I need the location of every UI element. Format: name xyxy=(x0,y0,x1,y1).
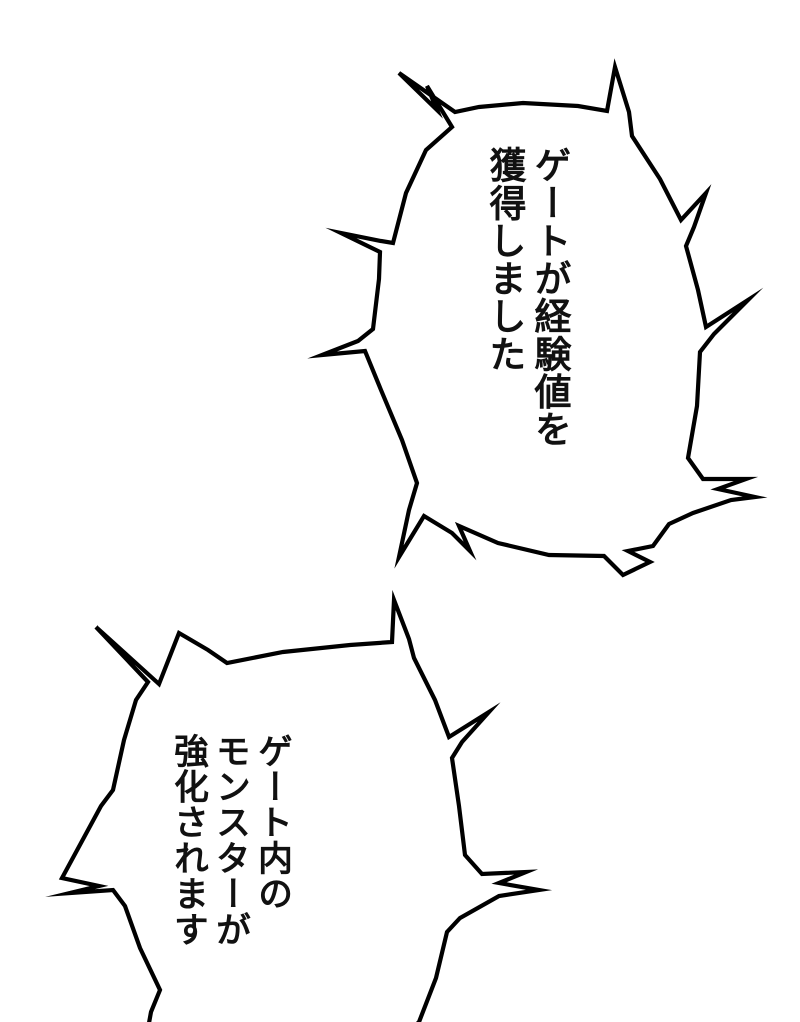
bubble-2-text-block: ゲート内の モンスターが 強化されます xyxy=(163,733,292,948)
bubble-2-column-1: モンスターが xyxy=(210,733,250,948)
bubble-2-column-0: ゲート内の xyxy=(252,733,292,912)
bubble-2-outline xyxy=(45,589,553,1022)
bubble-2-column-2: 強化されます xyxy=(168,733,208,948)
bubble-1-text-block: ゲートが経験値を 獲得しました xyxy=(478,146,571,448)
bubble-1-column-0: ゲートが経験値を xyxy=(528,146,571,448)
bubble-1-column-1: 獲得しました xyxy=(483,146,526,373)
